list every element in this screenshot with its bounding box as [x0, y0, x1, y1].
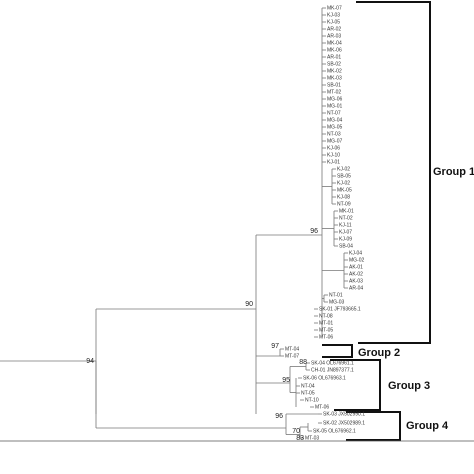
leaf-label: NT-08: [319, 314, 333, 320]
leaf-label: MK-01: [339, 209, 354, 215]
leaf-label: NT-03: [327, 132, 341, 138]
group4-bracket: [346, 411, 401, 441]
group-label: Group 4: [406, 420, 449, 432]
leaf-label: AR-04: [349, 286, 363, 292]
bootstrap-value: 70: [292, 428, 300, 435]
leaf-label: AR-02: [327, 27, 341, 33]
leaf-label: NT-05: [301, 391, 315, 397]
leaf-label: MT-01: [319, 321, 333, 327]
leaf-label: MG-02: [349, 258, 365, 264]
leaf-label: KJ-03: [327, 13, 340, 19]
leaf-label: AK-03: [349, 279, 363, 285]
leaf-label: MK-03: [327, 76, 342, 82]
leaf-label: MK-02: [327, 69, 342, 75]
leaf-label: SB-05: [337, 174, 351, 180]
group1-bracket: [356, 1, 431, 344]
leaf-label: MT-07: [285, 354, 299, 360]
leaf-label: MG-04: [327, 118, 343, 124]
leaf-label: SB-04: [339, 244, 353, 250]
leaf-label: MG-05: [327, 125, 343, 131]
leaf-label: MK-07: [327, 6, 342, 12]
leaf-label: AR-01: [327, 55, 341, 61]
leaf-label: KJ-01: [327, 160, 340, 166]
leaf-label: CH-01 JN897377.1: [311, 368, 354, 374]
group2-bracket: [322, 344, 353, 358]
group-brackets: [322, 1, 431, 441]
leaf-label: SB-02: [327, 62, 341, 68]
leaf-label: NT-04: [301, 384, 315, 390]
leaf-label: MG-01: [327, 104, 343, 110]
leaf-label: MT-03: [305, 436, 319, 442]
leaf-label: NT-10: [305, 398, 319, 404]
leaf-label: KJ-07: [339, 230, 352, 236]
leaf-label: AK-01: [349, 265, 363, 271]
leaf-label: MG-03: [329, 300, 345, 306]
tree-branches: [0, 7, 348, 439]
leaf-label: KJ-04: [349, 251, 362, 257]
leaf-label: MT-06: [319, 335, 333, 341]
leaf-label: MK-04: [327, 41, 342, 47]
leaf-label: NT-09: [337, 202, 351, 208]
leaf-label: MT-04: [285, 347, 299, 353]
leaf-label: NT-02: [339, 216, 353, 222]
leaf-label: NT-01: [329, 293, 343, 299]
leaf-label: KJ-10: [327, 153, 340, 159]
leaf-label: MG-06: [327, 97, 343, 103]
leaf-label: SK-03 JX502990.1: [323, 412, 365, 418]
leaf-label: MK-05: [337, 188, 352, 194]
bootstrap-value: 94: [86, 358, 94, 365]
bootstrap-value: 83: [296, 435, 304, 442]
bootstrap-value: 96: [275, 413, 283, 420]
leaf-labels: MK-07KJ-03KJ-05AR-02AR-03MK-04MK-06AR-01…: [285, 6, 365, 442]
bootstrap-value: 97: [271, 343, 279, 350]
group-label: Group 2: [358, 347, 400, 359]
leaf-label: SK-02 JX502989.1: [323, 421, 365, 427]
group3-bracket: [330, 359, 381, 411]
leaf-label: SK-05 OL676962.1: [313, 429, 356, 435]
leaf-label: AR-03: [327, 34, 341, 40]
group-label: Group 3: [388, 380, 430, 392]
leaf-label: MT-05: [319, 328, 333, 334]
leaf-label: KJ-08: [337, 195, 350, 201]
bootstrap-value: 90: [245, 301, 253, 308]
leaf-label: SK-01 JF793665.1: [319, 307, 361, 313]
leaf-label: KJ-02: [337, 181, 350, 187]
leaf-label: SK-04 OL676961.1: [311, 361, 354, 367]
leaf-label: KJ-05: [327, 20, 340, 26]
leaf-label: MG-07: [327, 139, 343, 145]
leaf-label: AK-02: [349, 272, 363, 278]
group-labels: Group 1 Group 2 Group 3 Group 4: [358, 166, 474, 432]
bootstrap-value: 88: [299, 359, 307, 366]
leaf-label: MT-06: [315, 405, 329, 411]
leaf-label: KJ-11: [339, 223, 352, 229]
leaf-label: KJ-02: [337, 167, 350, 173]
bootstrap-value: 95: [282, 377, 290, 384]
leaf-label: SK-06 OL676963.1: [303, 376, 346, 382]
leaf-label: KJ-06: [327, 146, 340, 152]
bootstrap-value: 96: [310, 228, 318, 235]
leaf-label: MK-06: [327, 48, 342, 54]
leaf-label: KJ-09: [339, 237, 352, 243]
leaf-label: MT-02: [327, 90, 341, 96]
group-label: Group 1: [433, 166, 474, 178]
leaf-label: NT-07: [327, 111, 341, 117]
leaf-label: SB-01: [327, 83, 341, 89]
